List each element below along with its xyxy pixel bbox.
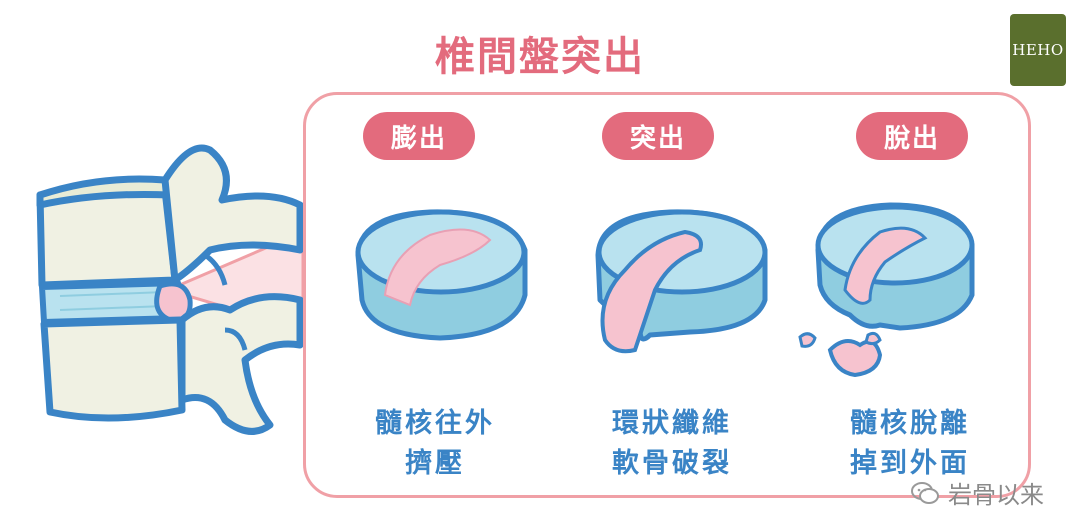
caption-extrusion-line2: 掉到外面 — [850, 448, 970, 479]
caption-bulging-line2: 擠壓 — [405, 448, 465, 479]
lower-spinous-process — [178, 293, 304, 435]
caption-extrusion-line1: 髓核脫離 — [850, 408, 970, 439]
wechat-icon — [911, 481, 939, 504]
watermark: 岩骨以来 — [910, 475, 1044, 510]
label-extrusion: 脫出 — [856, 112, 968, 160]
watermark-text: 岩骨以来 — [948, 481, 1044, 509]
caption-protrusion-line2: 軟骨破裂 — [612, 448, 732, 479]
caption-extrusion: 髓核脫離 掉到外面 — [810, 404, 1010, 484]
caption-bulging: 髓核往外 擠壓 — [335, 404, 535, 484]
caption-bulging-line1: 髓核往外 — [375, 408, 495, 439]
page-title: 椎間盤突出 — [435, 34, 645, 80]
disc-extrusion-figure — [798, 202, 975, 378]
disc-bulging-figure — [355, 209, 528, 341]
caption-protrusion-line1: 環狀纖維 — [612, 408, 732, 439]
disc-protrusion-figure — [595, 209, 768, 354]
label-protrusion: 突出 — [602, 112, 714, 160]
lower-vertebra — [40, 316, 186, 422]
upper-spinous-process — [161, 144, 304, 284]
caption-protrusion: 環狀纖維 軟骨破裂 — [572, 404, 772, 484]
label-bulging: 膨出 — [363, 112, 475, 160]
heho-logo: HEHO — [1010, 14, 1066, 86]
